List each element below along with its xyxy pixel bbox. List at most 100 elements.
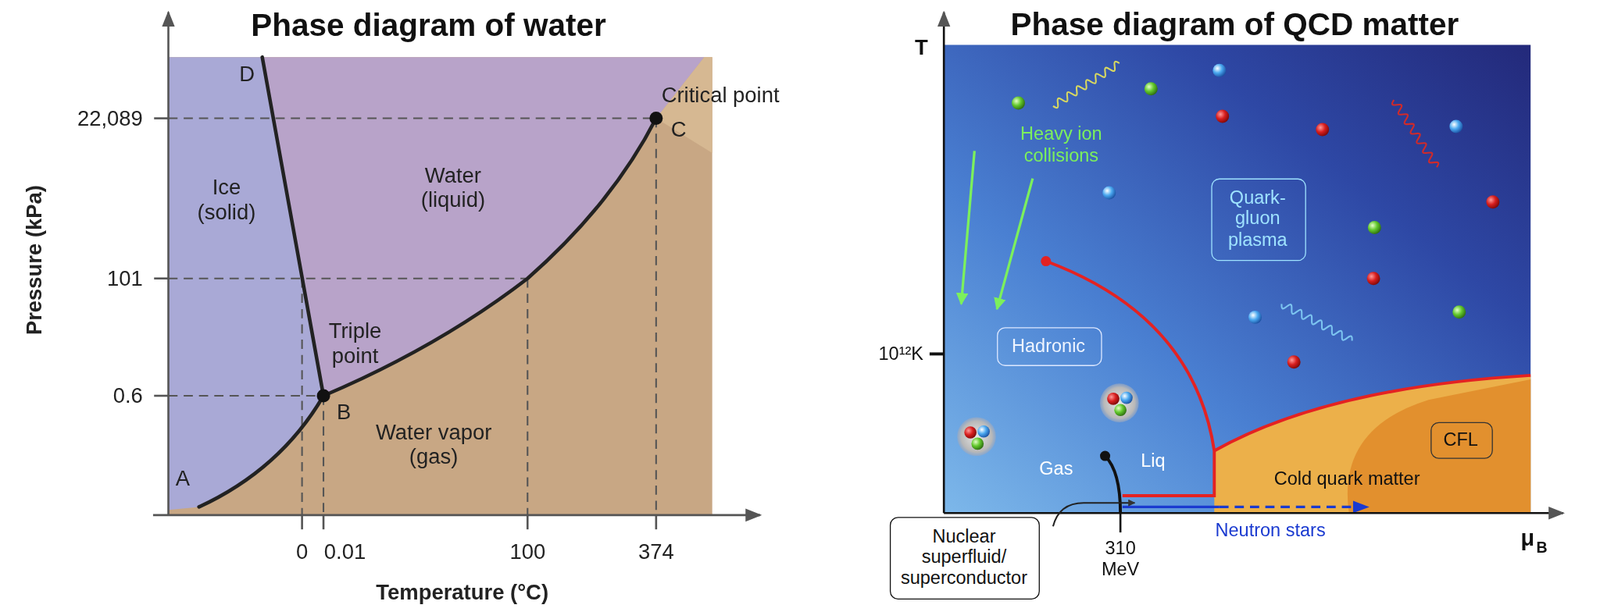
point-label: A (175, 466, 190, 492)
figure-part (1100, 383, 1140, 423)
figure-part (996, 178, 1033, 310)
figure-part (1119, 513, 1122, 533)
figure-part (964, 426, 977, 440)
gluon-waves (1053, 61, 1439, 342)
baryon-icon (1100, 383, 1140, 423)
figure-part (322, 396, 325, 516)
tick-label: 22,089 (77, 106, 143, 132)
axis-title: Temperature (°C) (375, 580, 549, 606)
leader-line (1053, 503, 1135, 527)
figure-part (153, 277, 168, 280)
figure-part (1212, 64, 1226, 78)
gluon-wave (1392, 100, 1439, 168)
figure-part (526, 515, 529, 530)
critical-point-dot (649, 111, 663, 125)
liquid-region (262, 57, 705, 397)
tick-label: 374 (638, 539, 675, 565)
figure-part (957, 417, 997, 457)
baryon-icon (957, 417, 997, 457)
callout-box: Nuclear superfluid/ superconductor (889, 517, 1040, 600)
figure-part (1214, 375, 1531, 452)
quark-particles (1011, 64, 1500, 370)
tick-label: 0.6 (113, 383, 143, 409)
figure-part (1287, 355, 1301, 369)
figure-part (971, 438, 984, 451)
tick-label: 0.01 (324, 539, 366, 565)
axis-title: Pressure (kPa) (22, 185, 48, 336)
region-label: Water vapor (gas) (364, 420, 503, 470)
quark-matter-region (1214, 375, 1531, 514)
region-label: Ice (solid) (186, 175, 267, 225)
point-label: C (671, 117, 687, 143)
figure-part (655, 515, 658, 530)
node-text: CFL (1443, 429, 1479, 451)
figure-part (943, 512, 1564, 515)
axis-subscript: B (1535, 539, 1547, 558)
figure-part (1107, 392, 1120, 406)
tick-label: 0 (296, 539, 308, 565)
figure-part (1485, 195, 1500, 209)
point-label: B (336, 400, 351, 425)
critical-point-dot (1040, 256, 1051, 267)
node-text: Quark- gluon plasma (1221, 187, 1295, 251)
node-text: Nuclear superfluid/ superconductor (889, 525, 1039, 590)
annotation: Neutron stars (1215, 520, 1326, 542)
figure-part (199, 396, 324, 508)
gluon-wave (1281, 303, 1352, 341)
figure-part (526, 278, 529, 516)
critical-point-dot (1100, 451, 1111, 462)
figure-part (1315, 122, 1329, 136)
point-label: Critical point (661, 82, 780, 108)
figure-part (1215, 109, 1229, 123)
figure-part (262, 57, 324, 397)
figure-part (942, 12, 946, 515)
ice-region (168, 57, 325, 511)
figure-part (1353, 501, 1370, 515)
region-label: Gas (1039, 458, 1073, 480)
tick-label: 100 (509, 539, 546, 565)
figure-part (300, 515, 304, 530)
phase-boundaries (1046, 261, 1531, 497)
figure-part (1114, 403, 1127, 417)
qcd-axes (929, 12, 1564, 533)
figure-part (1102, 185, 1116, 200)
figure-part (977, 425, 990, 439)
region-label: Cold quark matter (1274, 468, 1421, 490)
region-label: Liq (1140, 450, 1165, 472)
figure-part (1219, 506, 1356, 509)
figure-part (1367, 271, 1381, 286)
neutron-star-arrow (1122, 501, 1370, 515)
figure-part (153, 395, 168, 398)
figure-part (1122, 506, 1220, 509)
figure-part (167, 12, 170, 516)
qcd-background (943, 44, 1531, 514)
axis-title: T (914, 35, 929, 61)
collision-arrows (960, 150, 1033, 310)
axis-title: μ (1520, 525, 1535, 552)
figure-part (168, 395, 325, 397)
cfl-region (1347, 379, 1531, 514)
figure-part (1452, 305, 1466, 319)
tick-label: 101 (107, 266, 143, 292)
region-label: Water (liquid) (399, 163, 507, 213)
triple-point-dot (317, 389, 331, 403)
phase-boundaries (199, 57, 657, 508)
vapor-region (168, 57, 713, 516)
tick-label: 310 MeV (1096, 538, 1146, 581)
region-box: Hadronic (996, 327, 1102, 367)
figure-part (960, 150, 975, 304)
figure-part (1367, 221, 1382, 235)
figure-part (1449, 120, 1463, 134)
figure-part (168, 278, 529, 280)
region-box: Quark- gluon plasma (1210, 178, 1306, 261)
node-text: Hadronic (1011, 335, 1086, 358)
figure-part (1120, 392, 1133, 405)
chart-title: Phase diagram of water (250, 7, 607, 44)
figure-part (322, 515, 325, 530)
figure-part (1011, 96, 1025, 110)
region-box: CFL (1430, 422, 1493, 460)
point-label: D (239, 62, 255, 88)
figure-part (1144, 82, 1158, 96)
